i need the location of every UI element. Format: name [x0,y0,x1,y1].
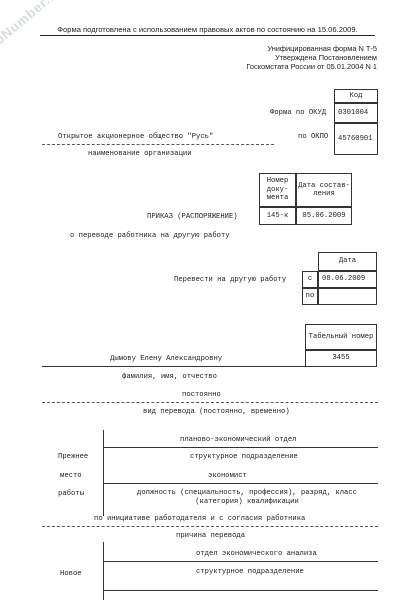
form-title-line2: Утверждена Постановлением [274,53,377,62]
transfer-reason-caption: причина перевода [176,532,246,540]
new-divider [103,542,104,600]
form-title-line1: Унифицированная форма N Т-5 [267,44,377,53]
order-subject: о переводе работника на другую работу [70,232,230,240]
transfer-from-label: с [302,271,318,288]
transfer-reason: по инициативе работодателя и с согласия … [94,515,306,523]
kod-header: Код [334,89,378,103]
doc-date: 05.06.2009 [296,207,352,225]
form-title-line3: Госкомстата России от 05.01.2004 N 1 [246,62,377,71]
transfer-type: постоянно [182,391,221,399]
employee-name-caption: фамилия, имя, отчество [122,373,217,381]
legal-notice: Форма подготовлена с использованием прав… [40,25,375,36]
new-position-underline [103,590,378,591]
order-title: ПРИКАЗ (РАСПОРЯЖЕНИЕ) [147,213,238,221]
doc-number: 145-к [259,207,296,225]
previous-position-underline [103,483,378,484]
new-department-caption: структурное подразделение [196,568,304,576]
previous-department-underline [103,447,378,448]
new-word1: Новое [60,570,82,578]
previous-divider [103,430,104,516]
previous-position-caption: должность (специальность, профессия), ра… [137,489,357,506]
transfer-label: Перевести на другую работу [174,276,287,284]
tab-number-header: Табельный номер [305,324,377,350]
okpo-label: по ОКПО [298,133,329,141]
doc-number-header: Номер доку- мента [259,173,296,207]
employee-name: Дымову Елену Александровну [110,355,223,363]
transfer-reason-underline [42,526,378,527]
previous-position: экономист [208,472,247,480]
new-department-underline [103,561,378,562]
organization-underline [42,144,274,145]
previous-word3: работы [58,490,84,498]
okud-label: Форма по ОКУД [270,109,327,117]
employee-name-underline [42,366,305,367]
previous-department-caption: структурное подразделение [190,453,298,461]
previous-word1: Прежнее [58,453,89,461]
transfer-to-date [318,288,377,305]
transfer-from-date: 08.06.2009 [318,271,377,288]
okud-value: 0301004 [334,103,378,123]
organization-caption: наименование организации [88,150,192,158]
transfer-date-header: Дата [318,252,377,271]
organization-name: Открытое акционерное общество "Русь" [58,133,214,141]
watermark: NoNumber.ru [0,0,65,55]
previous-department: планово-экономический отдел [180,436,297,444]
tab-number: 3455 [305,350,377,367]
transfer-type-caption: вид перевода (постоянно, временно) [143,408,290,416]
doc-date-header: Дата состав- ления [296,173,352,207]
previous-word2: место [60,472,82,480]
transfer-to-label: по [302,288,318,305]
transfer-type-underline [42,402,378,403]
okpo-value: 45760901 [334,123,378,155]
new-department: отдел экономического анализа [196,550,317,558]
